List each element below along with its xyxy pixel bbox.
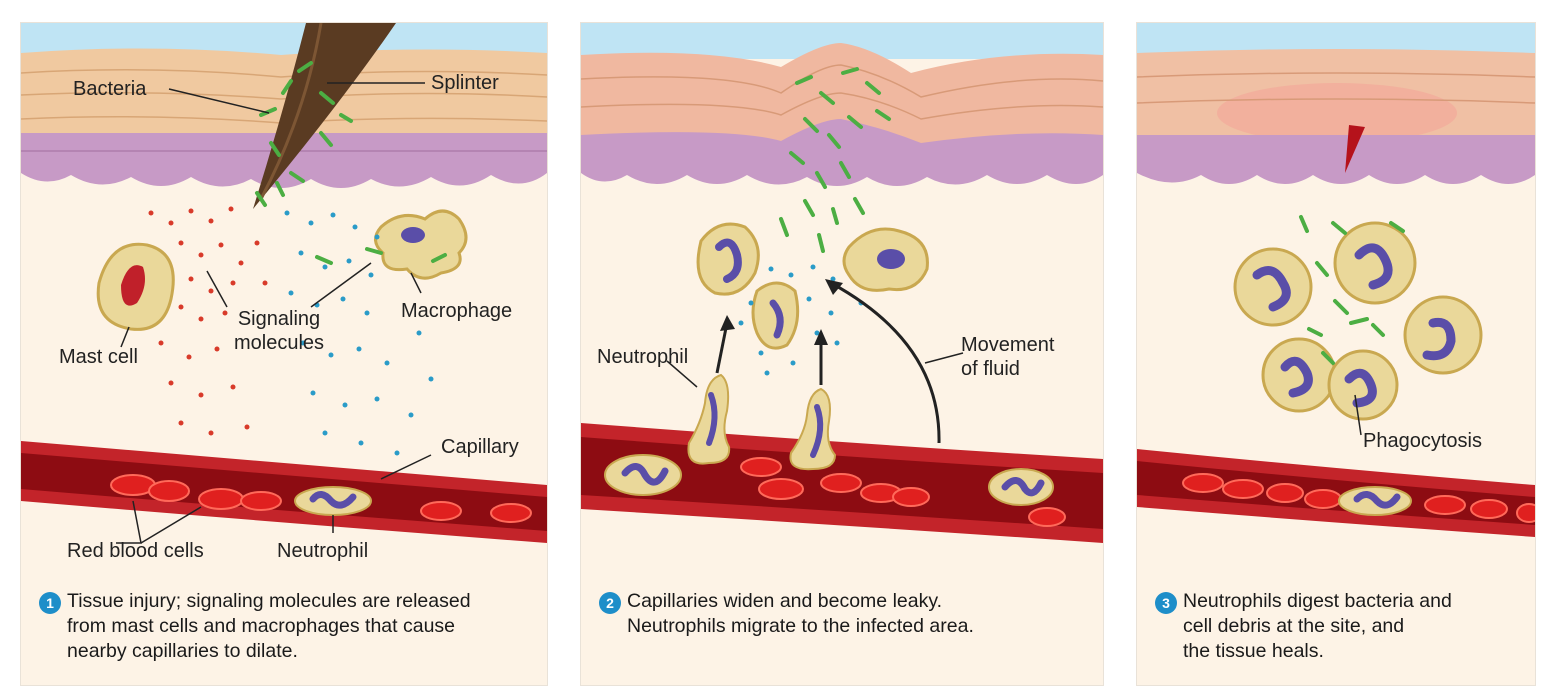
- label-signaling-line2: molecules: [233, 332, 325, 354]
- label-signaling-molecules: Signaling molecules: [227, 307, 331, 355]
- label-movement-line2: of fluid: [961, 358, 1020, 380]
- label-movement-line1: Movement: [961, 334, 1055, 356]
- basal-layer: [581, 119, 1103, 186]
- caption-3: 3 Neutrophils digest bacteria and cell d…: [1155, 589, 1535, 664]
- caption-3-line-1: Neutrophils digest bacteria and: [1183, 590, 1452, 612]
- leader-lines: [116, 82, 432, 544]
- neutrophil-cell: [1261, 337, 1337, 413]
- label-phagocytosis: Phagocytosis: [1363, 430, 1482, 452]
- signaling-molecules-blue: [284, 210, 434, 456]
- signaling-molecules-red: [148, 206, 268, 436]
- label-red-blood-cells: Red blood cells: [67, 540, 204, 562]
- red-blood-cells: [110, 474, 532, 523]
- neutrophil-cell: [1333, 221, 1417, 305]
- splinter: [253, 23, 396, 209]
- caption-3-line-2: cell debris at the site, and: [1183, 615, 1405, 637]
- panel-2-illustration: [581, 23, 1103, 543]
- bacteria-cluster: [1299, 215, 1405, 365]
- neutrophil-cell: [1403, 295, 1483, 375]
- neutrophil-tissue: [696, 222, 760, 296]
- label-macrophage: Macrophage: [401, 300, 513, 322]
- caption-2-line-2: Neutrophils migrate to the infected area…: [627, 615, 974, 637]
- label-movement-of-fluid: Movement of fluid: [961, 333, 1071, 381]
- neutrophil-tissue: [751, 281, 800, 350]
- label-capillary: Capillary: [441, 436, 519, 458]
- leader-lines: [666, 352, 964, 388]
- basal-layer: [1137, 135, 1535, 184]
- migrating-neutrophil: [789, 387, 837, 471]
- caption-1-line-1: Tissue injury; signaling molecules are r…: [67, 590, 471, 612]
- panel-2: Neutrophil Movement of fluid 2 Capillari…: [580, 22, 1104, 686]
- label-splinter: Splinter: [431, 72, 499, 94]
- label-neutrophil: Neutrophil: [277, 540, 369, 562]
- label-bacteria: Bacteria: [73, 78, 147, 100]
- step-badge-3: 3: [1155, 592, 1177, 614]
- caption-2: 2 Capillaries widen and become leaky. Ne…: [599, 589, 1103, 639]
- neutrophil-ring: [1233, 221, 1483, 421]
- neutrophil-cell: [1233, 247, 1313, 327]
- caption-1-line-2: from mast cells and macrophages that cau…: [67, 615, 456, 637]
- caption-2-line-1: Capillaries widen and become leaky.: [627, 590, 943, 612]
- bacteria-cluster: [779, 67, 891, 253]
- red-blood-cells: [1182, 473, 1535, 523]
- caption-1-line-3: nearby capillaries to dilate.: [67, 640, 298, 662]
- arrowheads: [720, 279, 843, 345]
- step-badge-1: 1: [39, 592, 61, 614]
- healed-wound: [1345, 125, 1365, 173]
- caption-1: 1 Tissue injury; signaling molecules are…: [39, 589, 547, 664]
- red-blood-cells: [740, 457, 1066, 527]
- label-neutrophil: Neutrophil: [597, 346, 689, 368]
- label-mast-cell: Mast cell: [59, 346, 138, 368]
- leader-line: [1354, 394, 1362, 436]
- label-signaling-line1: Signaling: [237, 308, 321, 330]
- caption-3-line-3: the tissue heals.: [1183, 640, 1324, 662]
- panel-1-illustration: [21, 23, 547, 544]
- panel-3: Phagocytosis 3 Neutrophils digest bacter…: [1136, 22, 1536, 686]
- bacteria-cluster: [255, 61, 447, 265]
- capillary-lumen: [21, 453, 547, 531]
- panel-1: Bacteria Splinter Signaling molecules Ma…: [20, 22, 548, 686]
- panel-3-illustration: [1137, 23, 1535, 537]
- neutrophil-cell: [1327, 349, 1399, 421]
- step-badge-2: 2: [599, 592, 621, 614]
- migrating-neutrophil: [687, 373, 731, 465]
- macrophage: [374, 209, 468, 280]
